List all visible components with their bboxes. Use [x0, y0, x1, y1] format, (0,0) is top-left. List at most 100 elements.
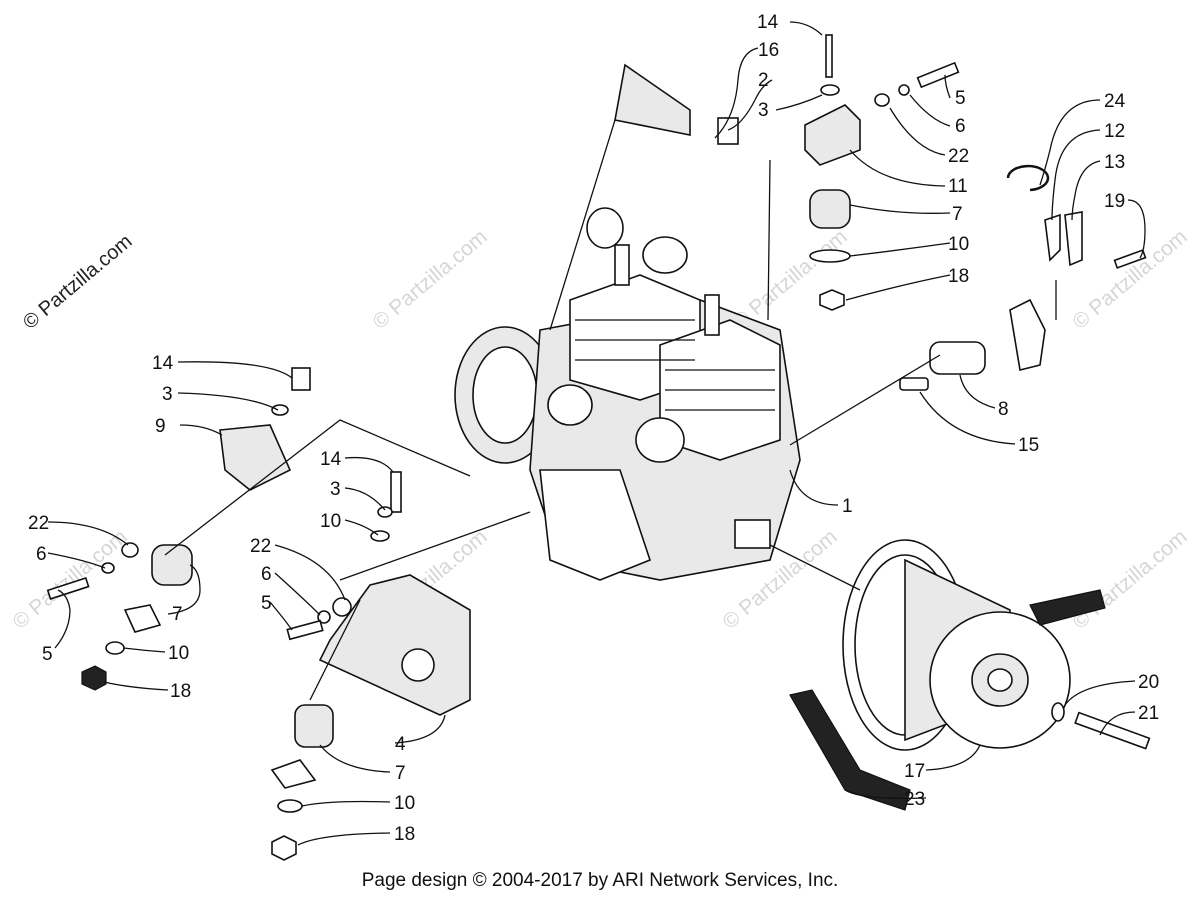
- bolt-5-left: [46, 577, 90, 600]
- page-credit: Page design © 2004-2017 by ARI Network S…: [361, 870, 839, 891]
- callout-18-bottom: 18: [394, 824, 415, 845]
- lever-bracket: [1009, 298, 1046, 371]
- washer-10-left: [105, 641, 125, 655]
- callout-3-center: 3: [330, 479, 341, 500]
- callout-5-left: 5: [42, 644, 53, 665]
- damper-7-left: [151, 544, 193, 586]
- callout-4: 4: [395, 734, 406, 755]
- callout-16: 16: [758, 40, 779, 61]
- callout-3-left: 3: [162, 384, 173, 405]
- watermark: © Partzilla.com: [368, 225, 491, 334]
- bolt-19: [1113, 249, 1147, 269]
- intake-port-right: [635, 417, 685, 463]
- crankshaft-pto: [734, 519, 771, 549]
- callout-23: 23: [904, 789, 925, 810]
- drive-clutch-assembly: [789, 539, 1151, 811]
- rear-mount-damper: [929, 341, 986, 375]
- plate-10-top: [809, 249, 851, 263]
- callout-7-top: 7: [952, 204, 963, 225]
- leader-lines: [47, 21, 1146, 846]
- callout-labels: 14 16 2 3 5 6 22 11 7 10 18 24 12 13 19 …: [28, 12, 1159, 845]
- callout-6-left: 6: [36, 544, 47, 565]
- washer-3-left: [271, 404, 289, 416]
- callout-24: 24: [1104, 91, 1126, 112]
- callout-9: 9: [155, 416, 166, 437]
- callout-10-left: 10: [168, 643, 189, 664]
- callout-14-center: 14: [320, 449, 342, 470]
- callout-18-left: 18: [170, 681, 191, 702]
- callout-5-center: 5: [261, 593, 272, 614]
- watermark: © Partzilla.com: [1068, 225, 1191, 334]
- mount-plate-9: [219, 424, 292, 491]
- cooling-fins: [575, 319, 775, 411]
- washer-10-bottom: [277, 799, 303, 813]
- plate-10-bottom-a: [270, 759, 317, 789]
- callout-14-left: 14: [152, 353, 174, 374]
- callout-19: 19: [1104, 191, 1125, 212]
- bolt-14-left: [291, 367, 311, 391]
- spark-plug-right: [704, 294, 720, 336]
- washer-20: [1051, 702, 1065, 722]
- callout-7-bottom: 7: [395, 763, 406, 784]
- clip-12: [1044, 213, 1061, 262]
- callout-1: 1: [842, 496, 853, 517]
- callout-6-top: 6: [955, 116, 966, 137]
- callout-6-center: 6: [261, 564, 272, 585]
- bolt-5-top: [916, 61, 960, 89]
- washer-6-top: [898, 84, 910, 96]
- callout-21: 21: [1138, 703, 1159, 724]
- intake-port-left: [547, 384, 593, 426]
- washer-22-top: [874, 93, 890, 107]
- plate-10-left-a: [123, 604, 162, 633]
- callout-11: 11: [948, 176, 968, 197]
- washer-3-top: [820, 84, 840, 96]
- watermark: © Partzilla.com: [1068, 525, 1191, 634]
- washer-22-center: [332, 597, 352, 617]
- nut-18-top: [819, 289, 845, 311]
- washer-3-center: [377, 506, 393, 518]
- clip-2: [717, 117, 739, 145]
- spark-plug-cap-left: [586, 207, 624, 249]
- callout-22-center: 22: [250, 536, 271, 557]
- bolt-14-top: [825, 34, 833, 78]
- bolt-14-center: [390, 471, 402, 513]
- callout-5-top: 5: [955, 88, 966, 109]
- callout-14-top: 14: [757, 12, 779, 33]
- bracket-11: [804, 104, 861, 166]
- callout-20: 20: [1138, 672, 1159, 693]
- damper-7-bottom: [294, 704, 334, 748]
- callout-10-top: 10: [948, 234, 969, 255]
- stud-15: [899, 377, 929, 391]
- callout-2: 2: [758, 70, 769, 91]
- washer-22-left: [121, 542, 139, 558]
- washer-6-left: [101, 562, 115, 574]
- clutch-center: [987, 668, 1013, 692]
- bolt-5-center: [286, 619, 324, 641]
- spark-plug-left: [614, 244, 630, 286]
- washer-6-center: [317, 610, 331, 624]
- engine-assembly: [454, 207, 986, 581]
- callout-3-top: 3: [758, 100, 769, 121]
- clip-13: [1064, 211, 1083, 267]
- drive-belt-23-upper: [1029, 589, 1106, 626]
- callout-8: 8: [998, 399, 1009, 420]
- bracket-16: [614, 63, 691, 136]
- callout-17: 17: [904, 761, 925, 782]
- nut-18-left: [81, 665, 107, 691]
- clutch-bolt-21: [1074, 711, 1151, 750]
- callout-13: 13: [1104, 152, 1125, 173]
- callout-10-center: 10: [320, 511, 341, 532]
- watermark-brand: © Partzilla.com: [19, 230, 136, 333]
- bracket-hole: [401, 648, 435, 682]
- callout-15: 15: [1018, 435, 1039, 456]
- callout-22-top: 22: [948, 146, 969, 167]
- oil-pump: [539, 469, 651, 581]
- nut-18-bottom: [271, 835, 297, 861]
- callout-12: 12: [1104, 121, 1125, 142]
- flywheel-cover: [472, 346, 538, 444]
- callout-18-top: 18: [948, 266, 969, 287]
- snap-ring-24: [1006, 164, 1050, 192]
- damper-7-top: [809, 189, 851, 229]
- engine-bracket-4: [318, 574, 471, 716]
